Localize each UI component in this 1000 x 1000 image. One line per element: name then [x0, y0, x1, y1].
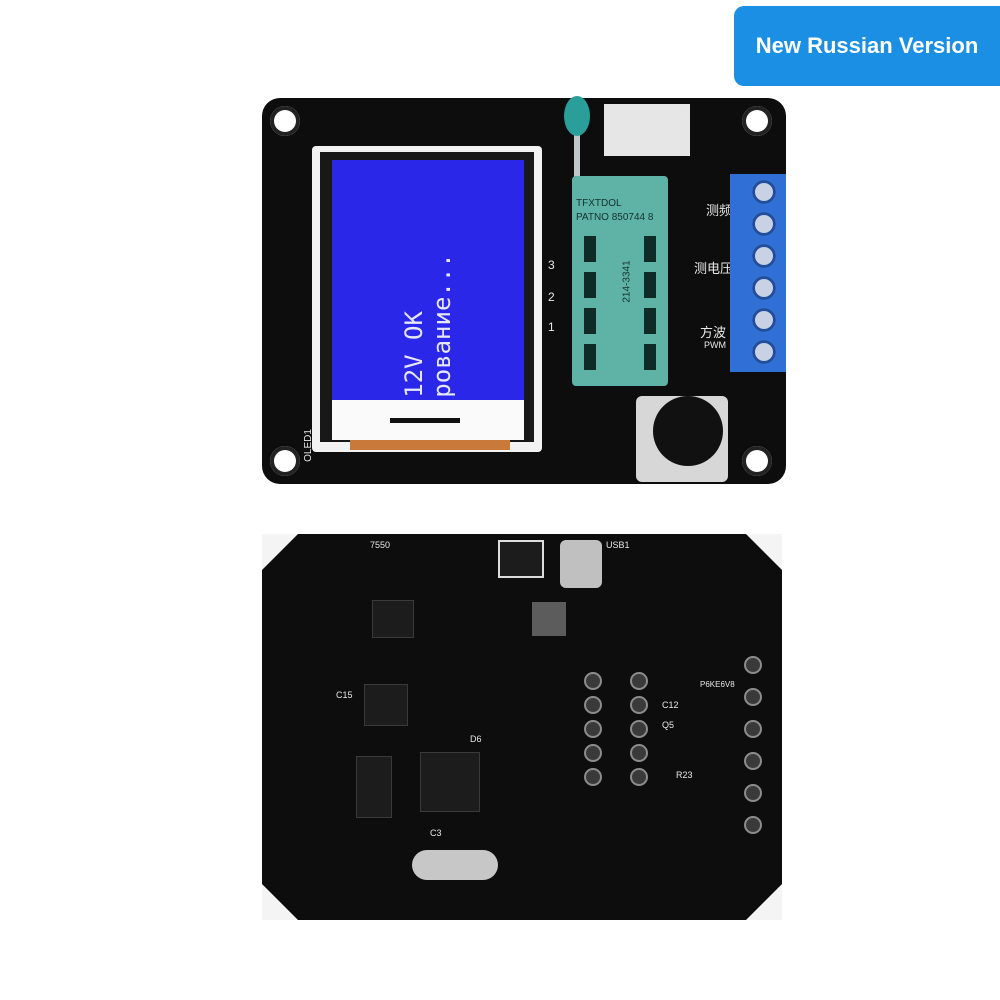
screw-terminal[interactable] — [752, 340, 776, 364]
pin-number-2: 2 — [548, 290, 555, 304]
pin-number-1: 1 — [548, 320, 555, 334]
terminal-block — [730, 174, 786, 372]
mount-hole — [270, 106, 300, 136]
header-pin — [630, 672, 648, 690]
connector-j1 — [498, 540, 544, 578]
regulator — [372, 600, 414, 638]
header-pin — [584, 672, 602, 690]
flex-cable — [350, 440, 510, 450]
lcd-slot — [390, 418, 460, 423]
lcd-line-2: Тестирование... — [428, 253, 456, 400]
silk-tvs: P6KE6V8 — [700, 680, 735, 689]
voltage-label: 测电压 — [694, 261, 734, 276]
silk-d6: D6 — [470, 734, 482, 744]
main-mcu — [420, 752, 480, 812]
mount-hole — [742, 446, 772, 476]
rotary-encoder-knob[interactable] — [653, 396, 723, 466]
socket-pin — [644, 308, 656, 334]
test-strip — [604, 104, 690, 156]
socket-pin — [584, 308, 596, 334]
socket-label-3: 214-3341 — [621, 260, 633, 303]
screw-terminal[interactable] — [752, 308, 776, 332]
lcd-line-1: Bat. 12V OK — [400, 311, 428, 400]
strip-number: 3 — [680, 110, 686, 121]
socket-label-2: PATNO 850744 8 — [576, 212, 654, 223]
header-pin — [630, 720, 648, 738]
socket-pin — [584, 344, 596, 370]
lever-knob[interactable] — [564, 96, 590, 136]
header-pin — [584, 720, 602, 738]
silk-r23: R23 — [676, 770, 693, 780]
lcd-screen: Bat. 12V OK Тестирование... — [332, 160, 524, 400]
mount-hole — [742, 106, 772, 136]
oled-label: OLED1 — [302, 429, 314, 462]
header-pin — [630, 744, 648, 762]
screw-terminal[interactable] — [752, 212, 776, 236]
version-badge: New Russian Version — [734, 6, 1000, 86]
freq-label: 测频 — [706, 203, 733, 218]
inductor — [532, 602, 566, 636]
socket-label-1: TFXTDOL — [576, 198, 622, 209]
pin-number-3: 3 — [548, 258, 555, 272]
header-pin — [744, 720, 762, 738]
socket-pin — [644, 236, 656, 262]
socket-pin — [584, 236, 596, 262]
socket-pin — [644, 272, 656, 298]
screw-terminal[interactable] — [752, 244, 776, 268]
screw-terminal[interactable] — [752, 276, 776, 300]
usb-chip — [364, 684, 408, 726]
zif-socket[interactable]: TFXTDOL PATNO 850744 8 214-3341 — [572, 176, 668, 386]
socket-lever[interactable] — [574, 120, 580, 200]
silk-q5: Q5 — [662, 720, 675, 730]
silk-c3: C3 — [430, 828, 442, 838]
pwm-label: PWM — [704, 340, 726, 350]
crystal — [412, 850, 498, 880]
header-pin — [584, 744, 602, 762]
header-pin — [584, 696, 602, 714]
silk-c15: C15 — [336, 690, 353, 700]
socket-pin — [584, 272, 596, 298]
socket-pin — [644, 344, 656, 370]
lcd-text: Bat. 12V OK Тестирование... — [400, 160, 456, 400]
silk-usb: USB1 — [606, 540, 630, 550]
header-pin — [630, 768, 648, 786]
silk-c12: C12 — [662, 700, 679, 710]
header-pin — [744, 784, 762, 802]
header-pin — [584, 768, 602, 786]
screw-terminal[interactable] — [752, 180, 776, 204]
mount-hole — [270, 446, 300, 476]
bottom-board — [262, 534, 782, 920]
usb-c-port[interactable] — [560, 540, 602, 588]
header-pin — [744, 752, 762, 770]
silk-u1: 7550 — [370, 540, 391, 550]
sop-chip — [356, 756, 392, 818]
header-pin — [744, 656, 762, 674]
header-pin — [630, 696, 648, 714]
square-label: 方波 — [700, 325, 727, 340]
header-pin — [744, 688, 762, 706]
header-pin — [744, 816, 762, 834]
